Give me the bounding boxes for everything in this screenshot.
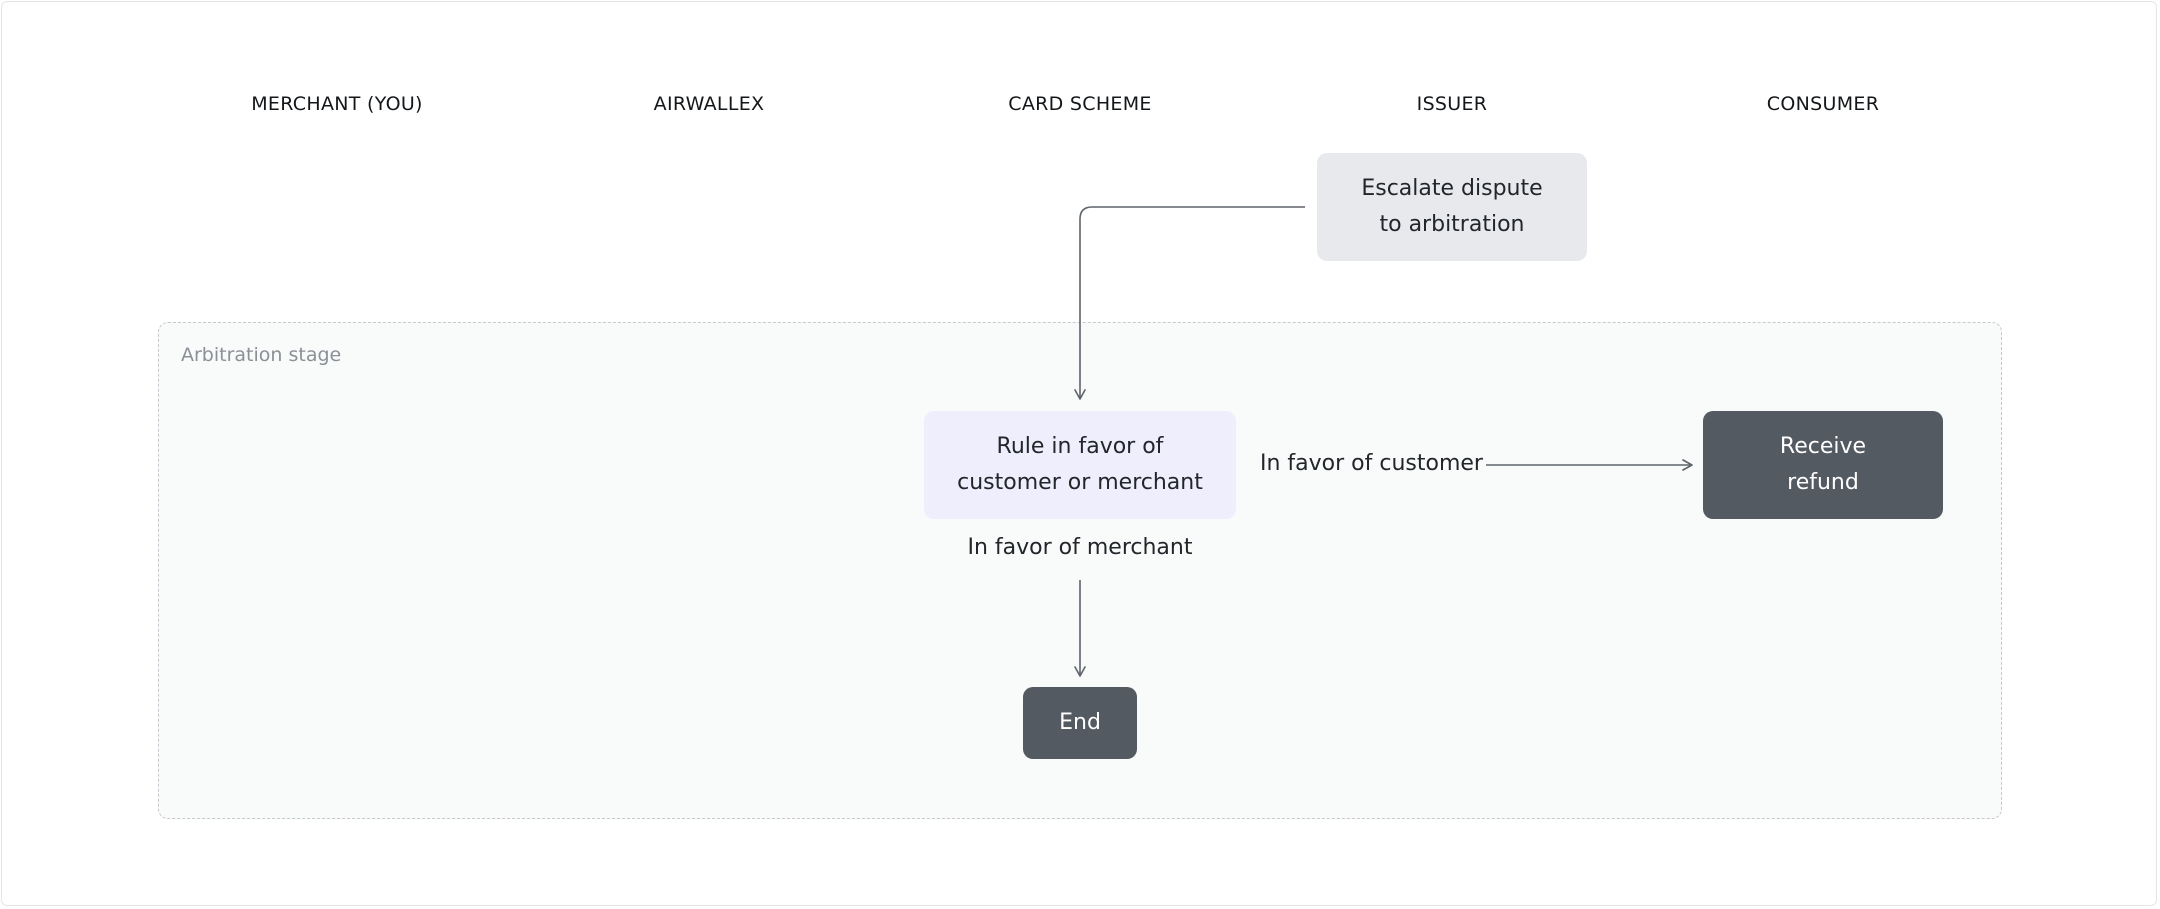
lane-header-merchant: MERCHANT (YOU) [251, 93, 423, 115]
node-rule-line1: Rule in favor of [996, 434, 1164, 459]
node-escalate-dispute: Escalate dispute to arbitration [1317, 153, 1587, 261]
node-rule-line2: customer or merchant [957, 470, 1203, 495]
lane-header-issuer: ISSUER [1416, 93, 1488, 115]
node-escalate-line2: to arbitration [1379, 212, 1525, 237]
node-refund-line2: refund [1787, 470, 1859, 495]
node-end-label: End [1059, 710, 1101, 735]
lane-header-airwallex: AIRWALLEX [653, 93, 765, 115]
lane-header-card-scheme: CARD SCHEME [1008, 93, 1152, 115]
arbitration-stage-label: Arbitration stage [181, 344, 342, 366]
node-rule-in-favor: Rule in favor of customer or merchant [924, 411, 1236, 519]
node-refund-line1: Receive [1779, 434, 1867, 459]
edge-label-in-favor-of-customer: In favor of customer [1260, 451, 1483, 476]
edge-label-in-favor-of-merchant: In favor of merchant [967, 535, 1193, 560]
node-receive-refund: Receive refund [1703, 411, 1943, 519]
lane-header-consumer: CONSUMER [1766, 93, 1880, 115]
node-end: End [1023, 687, 1137, 759]
node-escalate-line1: Escalate dispute [1361, 176, 1543, 201]
